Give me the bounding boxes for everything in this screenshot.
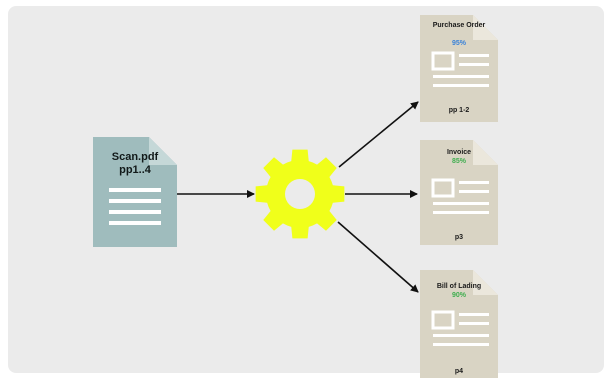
page-range-label: pp 1-2 <box>448 107 470 114</box>
arrow-gear-to-purchase-order <box>338 101 419 168</box>
document-type-label: Invoice <box>446 149 472 156</box>
gear-icon <box>255 149 345 239</box>
gear-shape <box>255 149 345 239</box>
confidence-score: 95% <box>451 40 466 47</box>
confidence-score: 90% <box>451 292 466 299</box>
source-document: Scan.pdf pp1..4 <box>93 137 177 247</box>
confidence-score: 85% <box>451 158 466 165</box>
document-type-label: Purchase Order <box>432 22 486 29</box>
document-icon <box>420 15 498 122</box>
output-document-bill-of-lading: Bill of Lading 90% p4 <box>420 270 498 378</box>
output-document-purchase-order: Purchase Order 95% pp 1-2 <box>420 15 498 122</box>
page-range-label: p4 <box>454 368 464 375</box>
source-filename: Scan.pdf <box>111 151 159 163</box>
document-icon <box>93 137 177 247</box>
document-icon <box>420 140 498 245</box>
source-page-range: pp1..4 <box>119 164 151 176</box>
document-type-label: Bill of Lading <box>436 283 482 290</box>
document-icon <box>420 270 498 378</box>
arrow-gear-to-bill-of-lading <box>337 221 419 293</box>
output-document-invoice: Invoice 85% p3 <box>420 140 498 245</box>
page-range-label: p3 <box>454 234 464 241</box>
